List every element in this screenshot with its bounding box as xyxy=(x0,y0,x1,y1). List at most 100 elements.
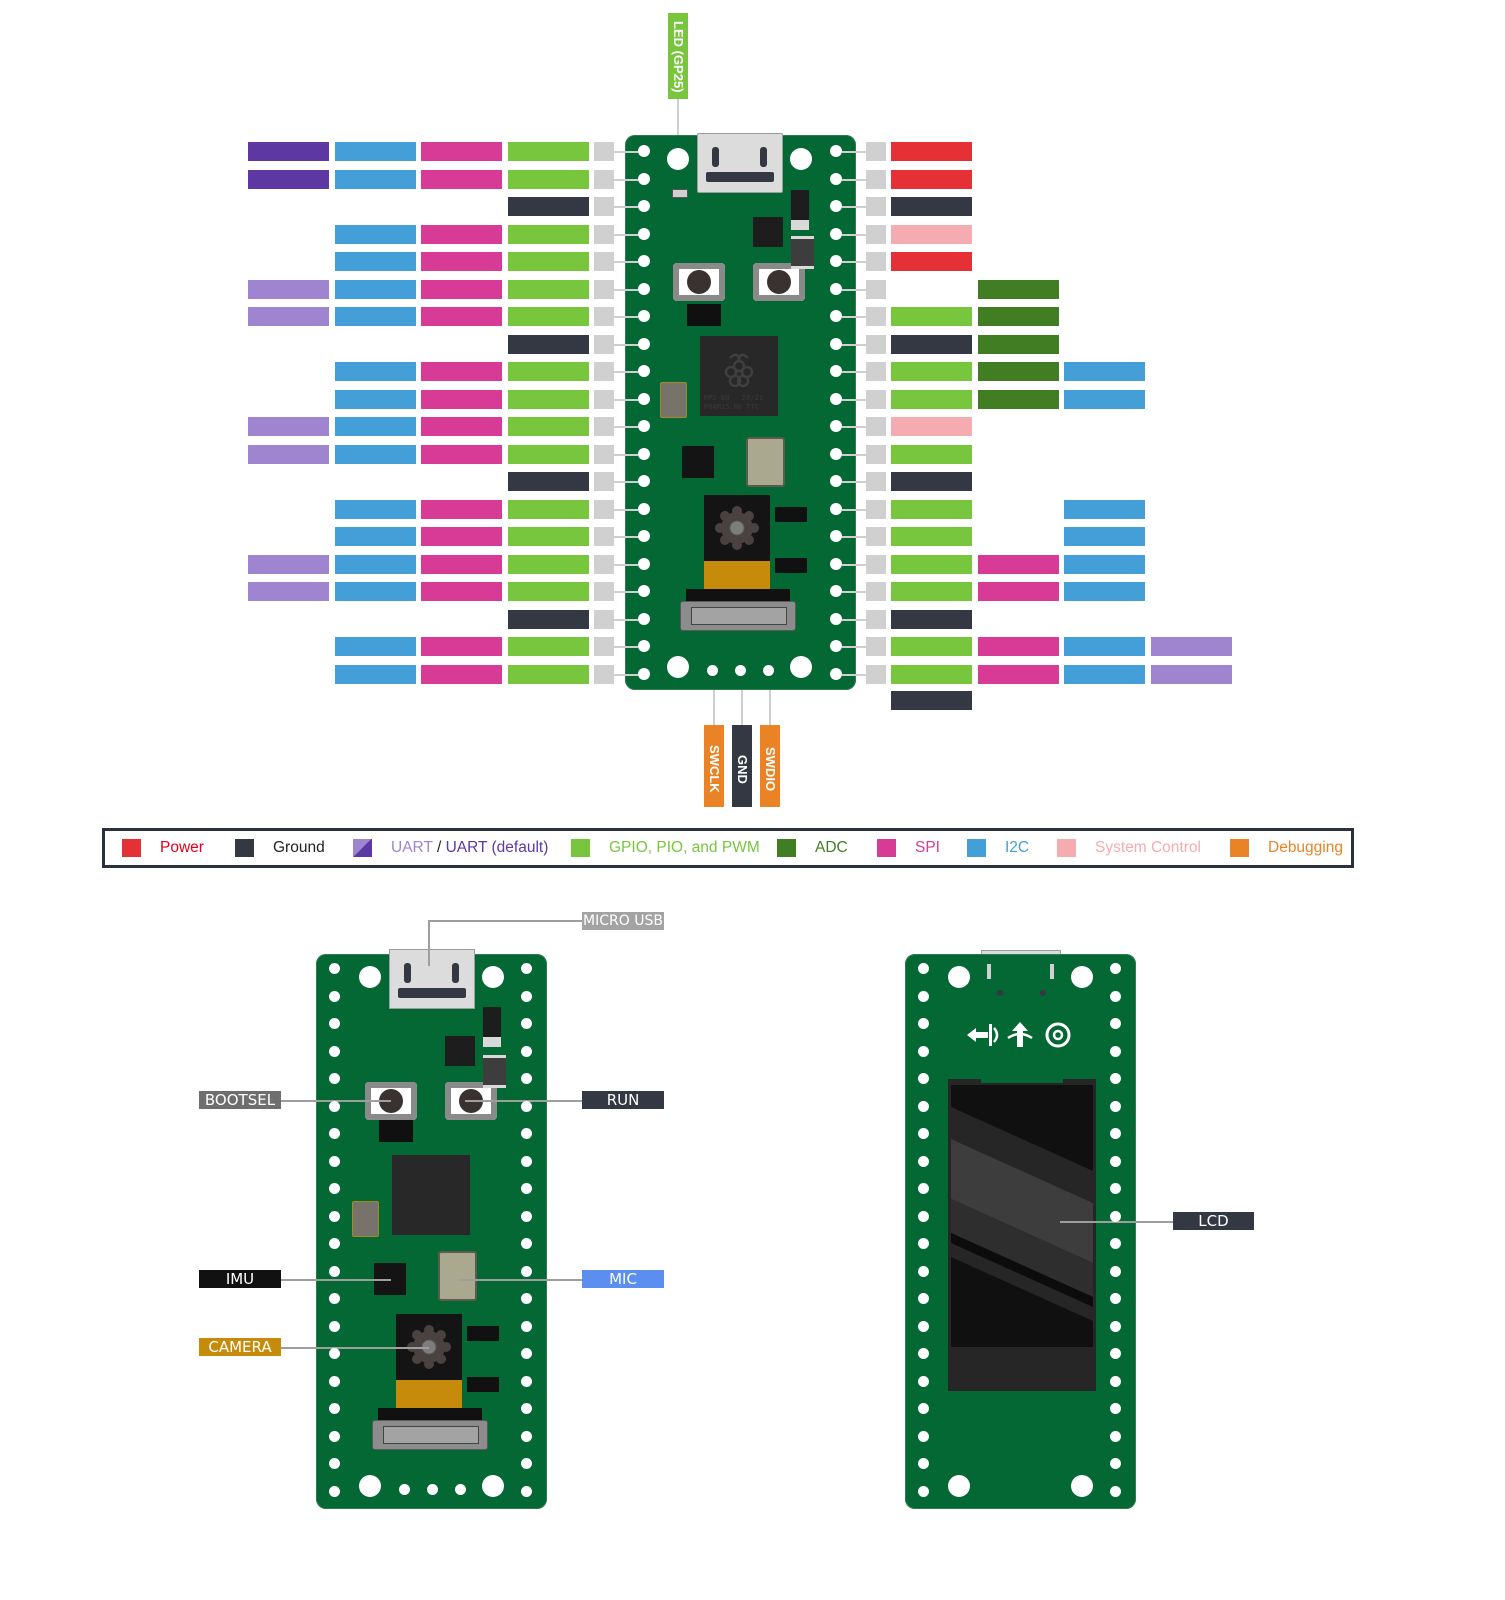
pin-hole xyxy=(830,337,842,350)
pin-hole xyxy=(521,1265,532,1277)
i2c-label xyxy=(335,142,416,161)
pin-hole xyxy=(329,1458,340,1469)
imu-label: IMU xyxy=(199,1270,281,1288)
pin-hole xyxy=(918,1238,929,1249)
pin-hole xyxy=(918,1100,929,1112)
pin-hole xyxy=(918,1265,929,1277)
debug-pin-box: GND xyxy=(732,725,752,807)
pin-hole xyxy=(329,1210,340,1222)
pin-hole xyxy=(918,963,929,974)
i2c-label xyxy=(1064,362,1145,381)
legend-label: GPIO, PIO, and PWM xyxy=(609,839,760,856)
i2c-label xyxy=(1064,554,1145,574)
pin-hole xyxy=(1110,1210,1121,1222)
pin-hole xyxy=(830,365,842,377)
spi-label xyxy=(421,417,502,436)
pin-hole xyxy=(521,990,532,1002)
pin-number xyxy=(594,279,614,299)
pin-hole xyxy=(521,1018,532,1029)
pin-hole xyxy=(521,1045,532,1057)
spi-label xyxy=(421,527,502,546)
gpio-label xyxy=(891,527,972,546)
gpio-label xyxy=(891,664,972,684)
pin-wire xyxy=(842,151,866,153)
spi-label xyxy=(421,224,502,244)
pin-hole xyxy=(329,1293,340,1304)
pin-hole xyxy=(830,557,842,570)
legend-item: SPI xyxy=(915,831,940,865)
pin-hole xyxy=(830,640,842,652)
debug-pin-box: SWDIO xyxy=(760,725,780,807)
pin-hole xyxy=(1110,1403,1121,1414)
pin-number xyxy=(866,582,886,601)
pin-hole xyxy=(638,612,650,625)
inductor xyxy=(483,1055,506,1088)
spi-label xyxy=(421,444,502,464)
legend-label: UART xyxy=(391,839,433,856)
pin-wire xyxy=(613,591,638,593)
gpio-label xyxy=(508,142,589,161)
uart-label xyxy=(248,279,329,299)
pin-hole xyxy=(521,1375,532,1387)
i2c-label xyxy=(335,554,416,574)
run-button[interactable] xyxy=(753,263,805,301)
spi-label xyxy=(421,307,502,326)
ground-label xyxy=(891,472,972,491)
pin-wire xyxy=(842,343,866,346)
pin-number xyxy=(866,279,886,299)
crystal xyxy=(352,1201,379,1237)
pin-hole xyxy=(830,612,842,625)
pin-number xyxy=(866,307,886,326)
camera-lens-icon xyxy=(407,1325,451,1369)
ground-label xyxy=(508,197,589,216)
pin-hole xyxy=(918,1320,929,1332)
pin-hole xyxy=(521,1458,532,1469)
pin-wire xyxy=(613,398,638,401)
system-label xyxy=(891,417,972,436)
pin-number xyxy=(866,637,886,656)
legend-swatch xyxy=(122,839,141,857)
pin-hole xyxy=(1110,963,1121,974)
pin-hole xyxy=(1110,1293,1121,1304)
gpio-label xyxy=(508,499,589,519)
mount-hole xyxy=(667,148,689,170)
pin-hole xyxy=(830,447,842,460)
pin-number xyxy=(866,472,886,491)
pin-hole xyxy=(329,1320,340,1332)
i2c-label xyxy=(335,389,416,409)
pin-hole xyxy=(638,255,650,267)
uart-label xyxy=(1151,637,1232,656)
bootsel-button[interactable] xyxy=(673,263,725,301)
legend-swatch xyxy=(777,839,796,857)
pin-hole xyxy=(830,145,842,157)
i2c-label xyxy=(335,307,416,326)
led-gp25-label-box: LED (GP25) xyxy=(668,13,688,99)
pin-hole xyxy=(638,475,650,487)
legend-swatch xyxy=(353,839,372,857)
gpio-label xyxy=(508,444,589,464)
pin-hole xyxy=(1110,1320,1121,1332)
spi-label xyxy=(421,389,502,409)
spi-label xyxy=(421,664,502,684)
pin-hole xyxy=(638,557,650,570)
pin-hole xyxy=(830,475,842,487)
motion-symbols-icon xyxy=(967,1022,1071,1048)
uart-label xyxy=(1151,664,1232,684)
pin-wire xyxy=(842,261,866,263)
gpio-label xyxy=(508,279,589,299)
usb-outline-back xyxy=(981,950,1061,957)
uart-label xyxy=(248,444,329,464)
ground-label xyxy=(508,609,589,629)
uart-label xyxy=(248,169,329,189)
pin-number xyxy=(866,527,886,546)
pin-hole xyxy=(521,1430,532,1442)
pin-hole xyxy=(638,392,650,405)
camera-callout-line xyxy=(281,1347,429,1349)
spi-label xyxy=(421,252,502,271)
pin-hole xyxy=(918,1073,929,1084)
debug-pin-label: SWDIO xyxy=(763,746,778,792)
gpio-label xyxy=(891,389,972,409)
pin-wire xyxy=(613,151,638,153)
legend-label: ADC xyxy=(815,839,848,856)
pin-wire xyxy=(613,288,638,291)
